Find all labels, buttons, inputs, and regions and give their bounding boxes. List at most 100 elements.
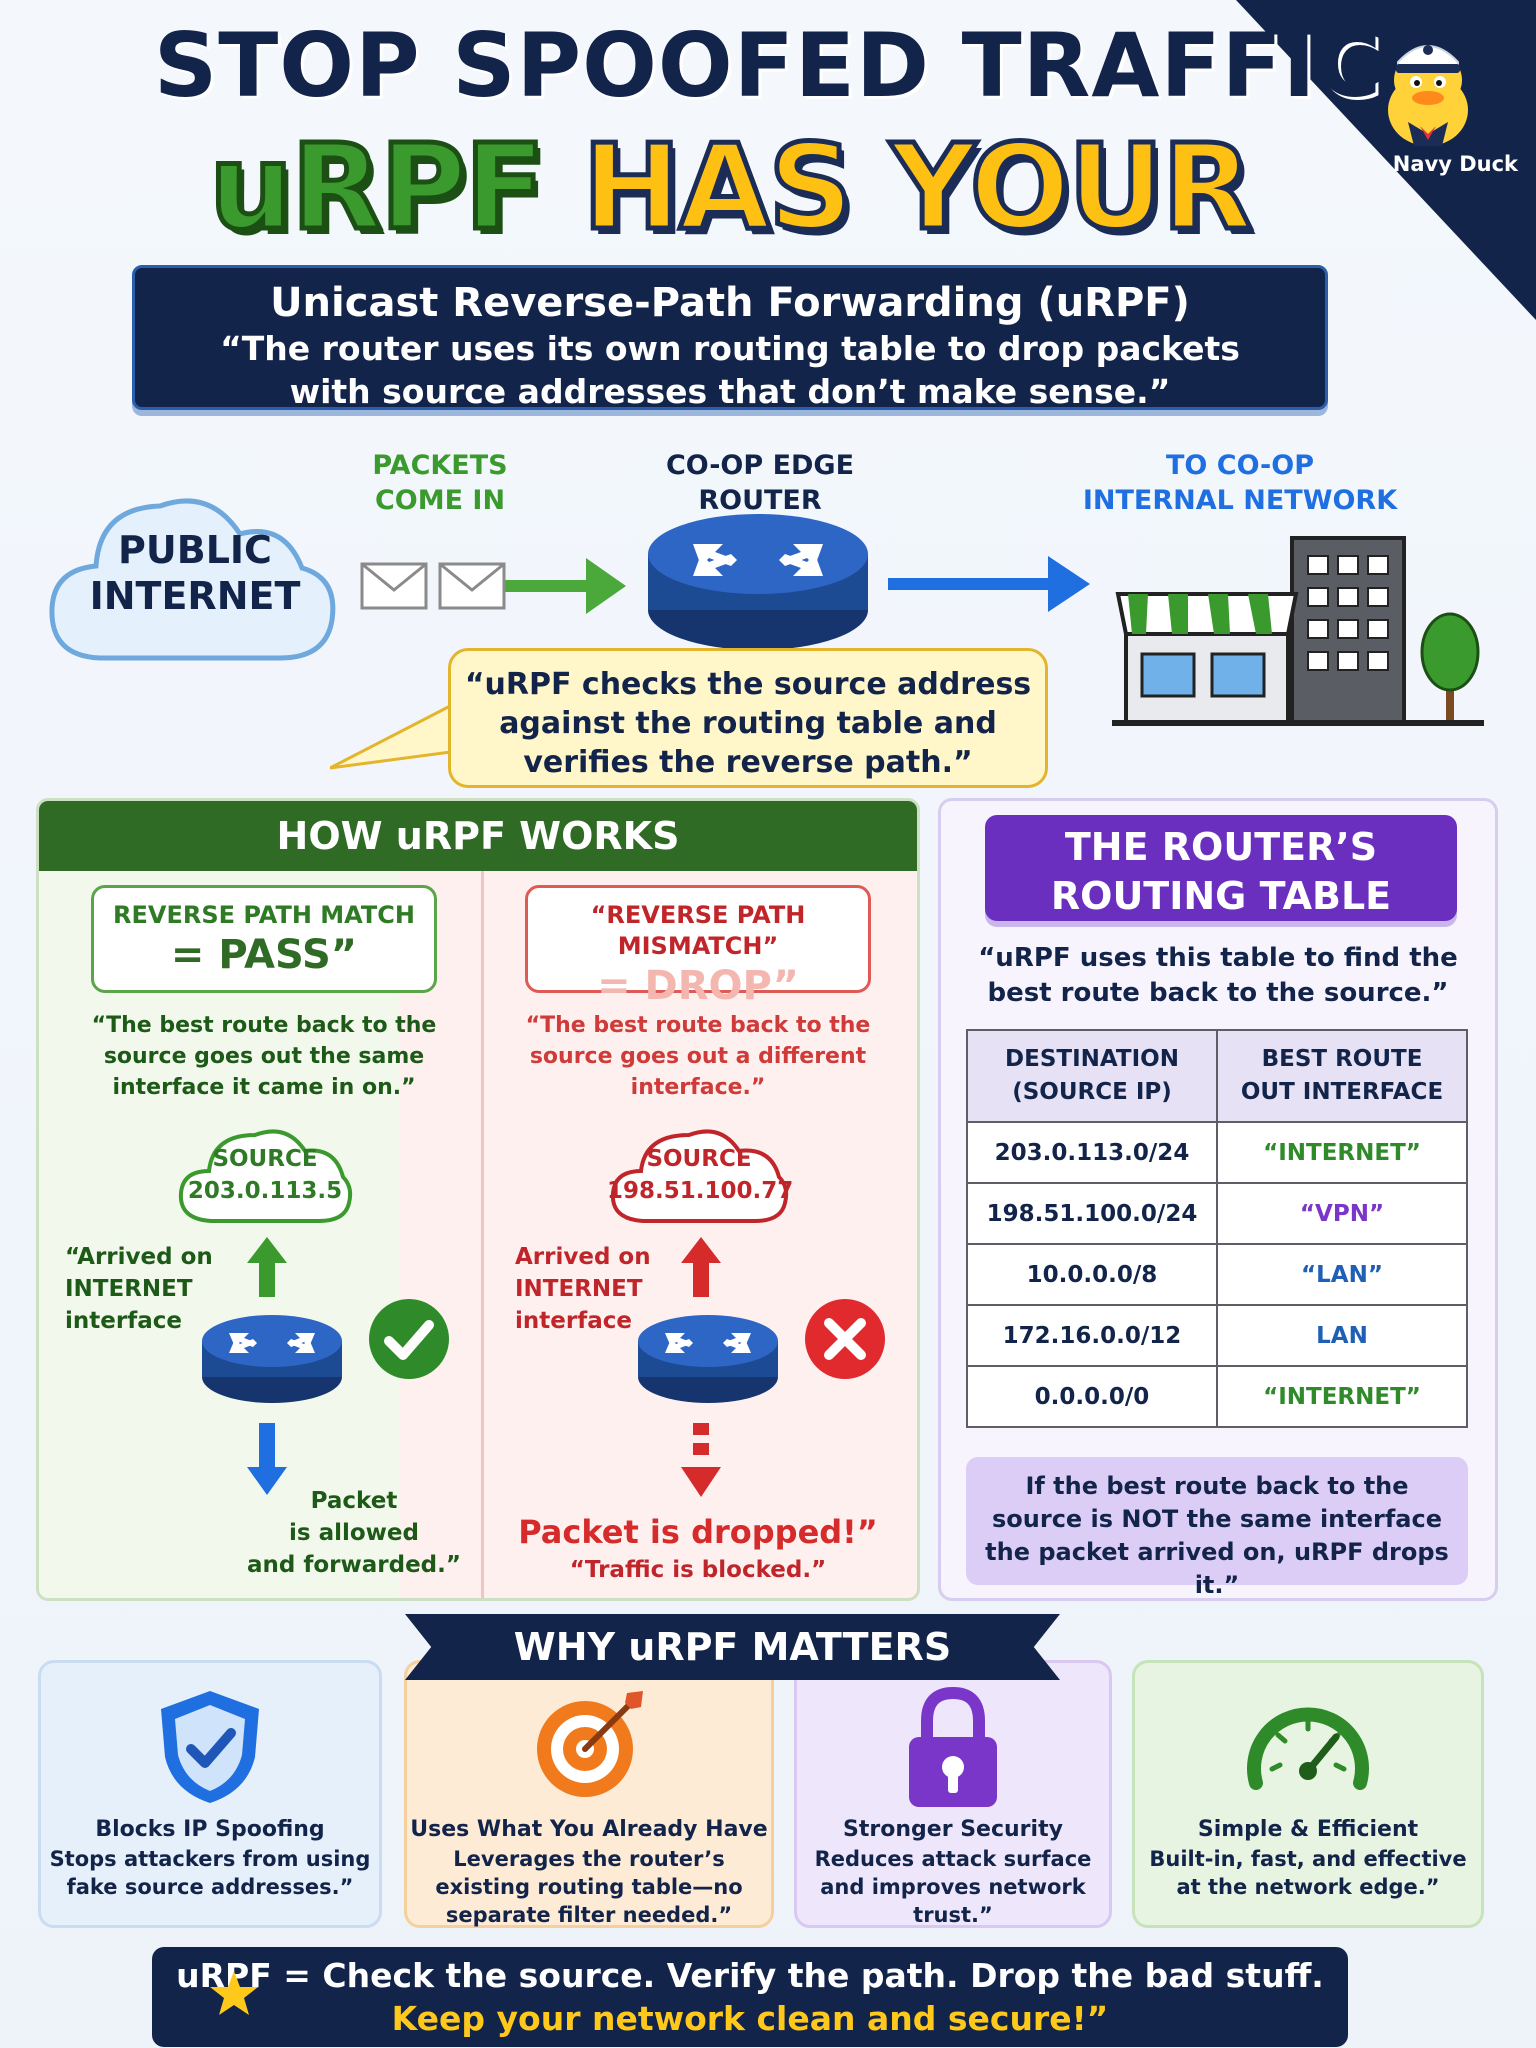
route-interface: “INTERNET”: [1216, 1365, 1468, 1428]
col-best-route-1: BEST ROUTE: [1261, 1045, 1423, 1072]
pass-desc-3: interface it came in on.”: [112, 1074, 416, 1100]
pass-source: SOURCE 203.0.113.5: [175, 1143, 355, 1207]
why-card-1-line-1: Stops attackers from using: [49, 1846, 371, 1871]
definition-box: Unicast Reverse-Path Forwarding (uRPF) “…: [132, 265, 1328, 411]
drop-source-label: SOURCE: [646, 1146, 752, 1172]
why-card-4-title: Simple & Efficient: [1197, 1817, 1419, 1842]
router-label: CO-OP EDGE ROUTER: [665, 450, 855, 517]
why-card-2-line-1: Leverages the router’s: [453, 1846, 725, 1871]
internal-label-1: TO CO-OP: [1166, 450, 1314, 481]
shield-check-icon: [161, 1691, 259, 1803]
routing-table-quote-2: best route back to the source.”: [987, 978, 1449, 1009]
routing-table-row: 198.51.100.0/24“VPN”: [966, 1182, 1468, 1245]
packets-label: PACKETS COME IN: [350, 448, 530, 518]
footer-line-1: uRPF = Check the source. Verify the path…: [176, 1956, 1324, 1995]
routing-table-title-2: ROUTING TABLE: [1050, 874, 1392, 919]
routing-table-row: 203.0.113.0/24“INTERNET”: [966, 1121, 1468, 1184]
why-card-2-line-3: separate filter needed.”: [445, 1903, 733, 1928]
bubble-line-2: against the routing table and: [499, 706, 997, 741]
definition-quote-2: with source addresses that don’t make se…: [289, 371, 1171, 411]
route-interface: LAN: [1216, 1304, 1468, 1367]
bubble-line-1: “uRPF checks the source address: [464, 667, 1032, 702]
drop-outcome-sub: “Traffic is blocked.”: [569, 1557, 827, 1583]
note-line-1: If the best route back to the: [1025, 1472, 1409, 1500]
routing-table-title: THE ROUTER’S ROUTING TABLE: [985, 815, 1457, 921]
pass-arrived-1: “Arrived on: [65, 1244, 213, 1270]
drop-source-cloud-icon: [610, 1129, 789, 1223]
internal-label-2: INTERNAL NETWORK: [1082, 485, 1398, 517]
drop-arrived-1: Arrived on: [515, 1244, 651, 1270]
column-divider: [481, 871, 484, 1598]
route-interface: “VPN”: [1216, 1182, 1468, 1245]
pass-source-ip: 203.0.113.5: [187, 1178, 343, 1205]
why-card-3-line-2: and improves network: [820, 1875, 1086, 1900]
internal-network-label: TO CO-OP INTERNAL NETWORK: [1060, 448, 1420, 518]
packets-label-2: COME IN: [374, 485, 506, 517]
target-icon: [537, 1691, 643, 1797]
pass-outcome: Packet is allowed and forwarded.”: [239, 1485, 469, 1582]
drop-arrived-2: INTERNET: [515, 1276, 643, 1303]
speedometer-icon: [1247, 1707, 1369, 1790]
col-destination-1: DESTINATION: [1005, 1045, 1179, 1072]
pass-desc-2: source goes out the same: [103, 1043, 425, 1069]
bubble-line-3: verifies the reverse path.”: [523, 745, 973, 780]
routing-table-row: 0.0.0.0/0“INTERNET”: [966, 1365, 1468, 1428]
how-panel-title: HOW uRPF WORKS: [39, 801, 917, 871]
navy-duck-mascot-icon: [1388, 45, 1468, 146]
why-card-1-title: Blocks IP Spoofing: [95, 1817, 325, 1842]
why-card-stronger-security: Stronger Security Reduces attack surface…: [794, 1660, 1112, 1928]
internal-network-buildings-icon: [1112, 536, 1484, 726]
title-line-1: STOP SPOOFED TRAFFIC: [153, 14, 1383, 117]
pass-outcome-2: is allowed: [289, 1520, 419, 1547]
why-card-blocks-spoofing: Blocks IP Spoofing Stops attackers from …: [38, 1660, 382, 1928]
title-urpf: uRPF: [207, 117, 548, 258]
drop-result-box: “REVERSE PATH MISMATCH” = DROP”: [525, 885, 871, 1009]
why-card-2-title: Uses What You Already Have: [410, 1817, 768, 1842]
route-destination: 203.0.113.0/24: [966, 1121, 1218, 1184]
route-destination: 172.16.0.0/12: [966, 1304, 1218, 1367]
lock-icon: [909, 1687, 997, 1807]
drop-arrived-text: Arrived on INTERNET interface: [515, 1241, 651, 1338]
public-internet-cloud-icon: [49, 498, 336, 661]
pass-down-arrow-icon: [247, 1423, 287, 1495]
definition-title: Unicast Reverse-Path Forwarding (uRPF): [270, 280, 1190, 326]
routing-table-title-1: THE ROUTER’S: [1064, 825, 1378, 869]
drop-arrived-3: interface: [515, 1308, 632, 1335]
routing-table: DESTINATION (SOURCE IP) BEST ROUTE OUT I…: [966, 1029, 1468, 1428]
pass-outcome-1: Packet: [310, 1488, 398, 1514]
pass-result: = PASS”: [170, 932, 358, 979]
pass-source-label: SOURCE: [212, 1146, 318, 1172]
drop-desc-2: source goes out a different: [529, 1043, 867, 1069]
drop-dashed-arrow-icon: [681, 1423, 721, 1497]
routing-table-quote-1: “uRPF uses this table to find the: [978, 943, 1458, 973]
edge-router-icon[interactable]: [645, 510, 871, 652]
packets-arrow-icon: [360, 558, 626, 614]
internet-label-2: INTERNET: [89, 573, 301, 618]
footer-line-2: Keep your network clean and secure!”: [391, 1998, 1109, 2038]
why-card-2-line-2: existing routing table—no: [435, 1875, 743, 1900]
pass-outcome-3: and forwarded.”: [246, 1552, 461, 1579]
pass-description: “The best route back to the source goes …: [59, 1011, 469, 1103]
why-card-3-line-3: trust.”: [913, 1903, 993, 1928]
drop-desc-1: “The best route back to the: [525, 1013, 871, 1038]
pass-up-arrow-icon: [247, 1237, 287, 1297]
brand-label: Navy Duck: [1392, 152, 1518, 176]
route-destination: 198.51.100.0/24: [966, 1182, 1218, 1245]
why-card-3-title: Stronger Security: [843, 1817, 1063, 1842]
pass-router-icon: [202, 1315, 342, 1403]
drop-description: “The best route back to the source goes …: [493, 1011, 903, 1103]
routing-table-panel: THE ROUTER’S ROUTING TABLE “uRPF uses th…: [938, 798, 1498, 1601]
star-icon: [210, 1971, 258, 2015]
drop-desc-3: interface.”: [630, 1074, 766, 1100]
drop-up-arrow-icon: [681, 1237, 721, 1297]
urpf-check-bubble: “uRPF checks the source address against …: [448, 648, 1048, 788]
why-card-3-line-1: Reduces attack surface: [814, 1846, 1092, 1871]
internet-label: PUBLIC INTERNET: [66, 528, 324, 619]
col-destination: DESTINATION (SOURCE IP): [966, 1029, 1218, 1123]
drop-router-icon: [638, 1315, 778, 1403]
pass-arrived-text: “Arrived on INTERNET interface: [65, 1241, 213, 1338]
drop-result: = DROP”: [597, 963, 799, 1010]
pass-source-cloud-icon: [178, 1129, 353, 1223]
why-card-4-line-2: at the network edge.”: [1176, 1875, 1440, 1900]
